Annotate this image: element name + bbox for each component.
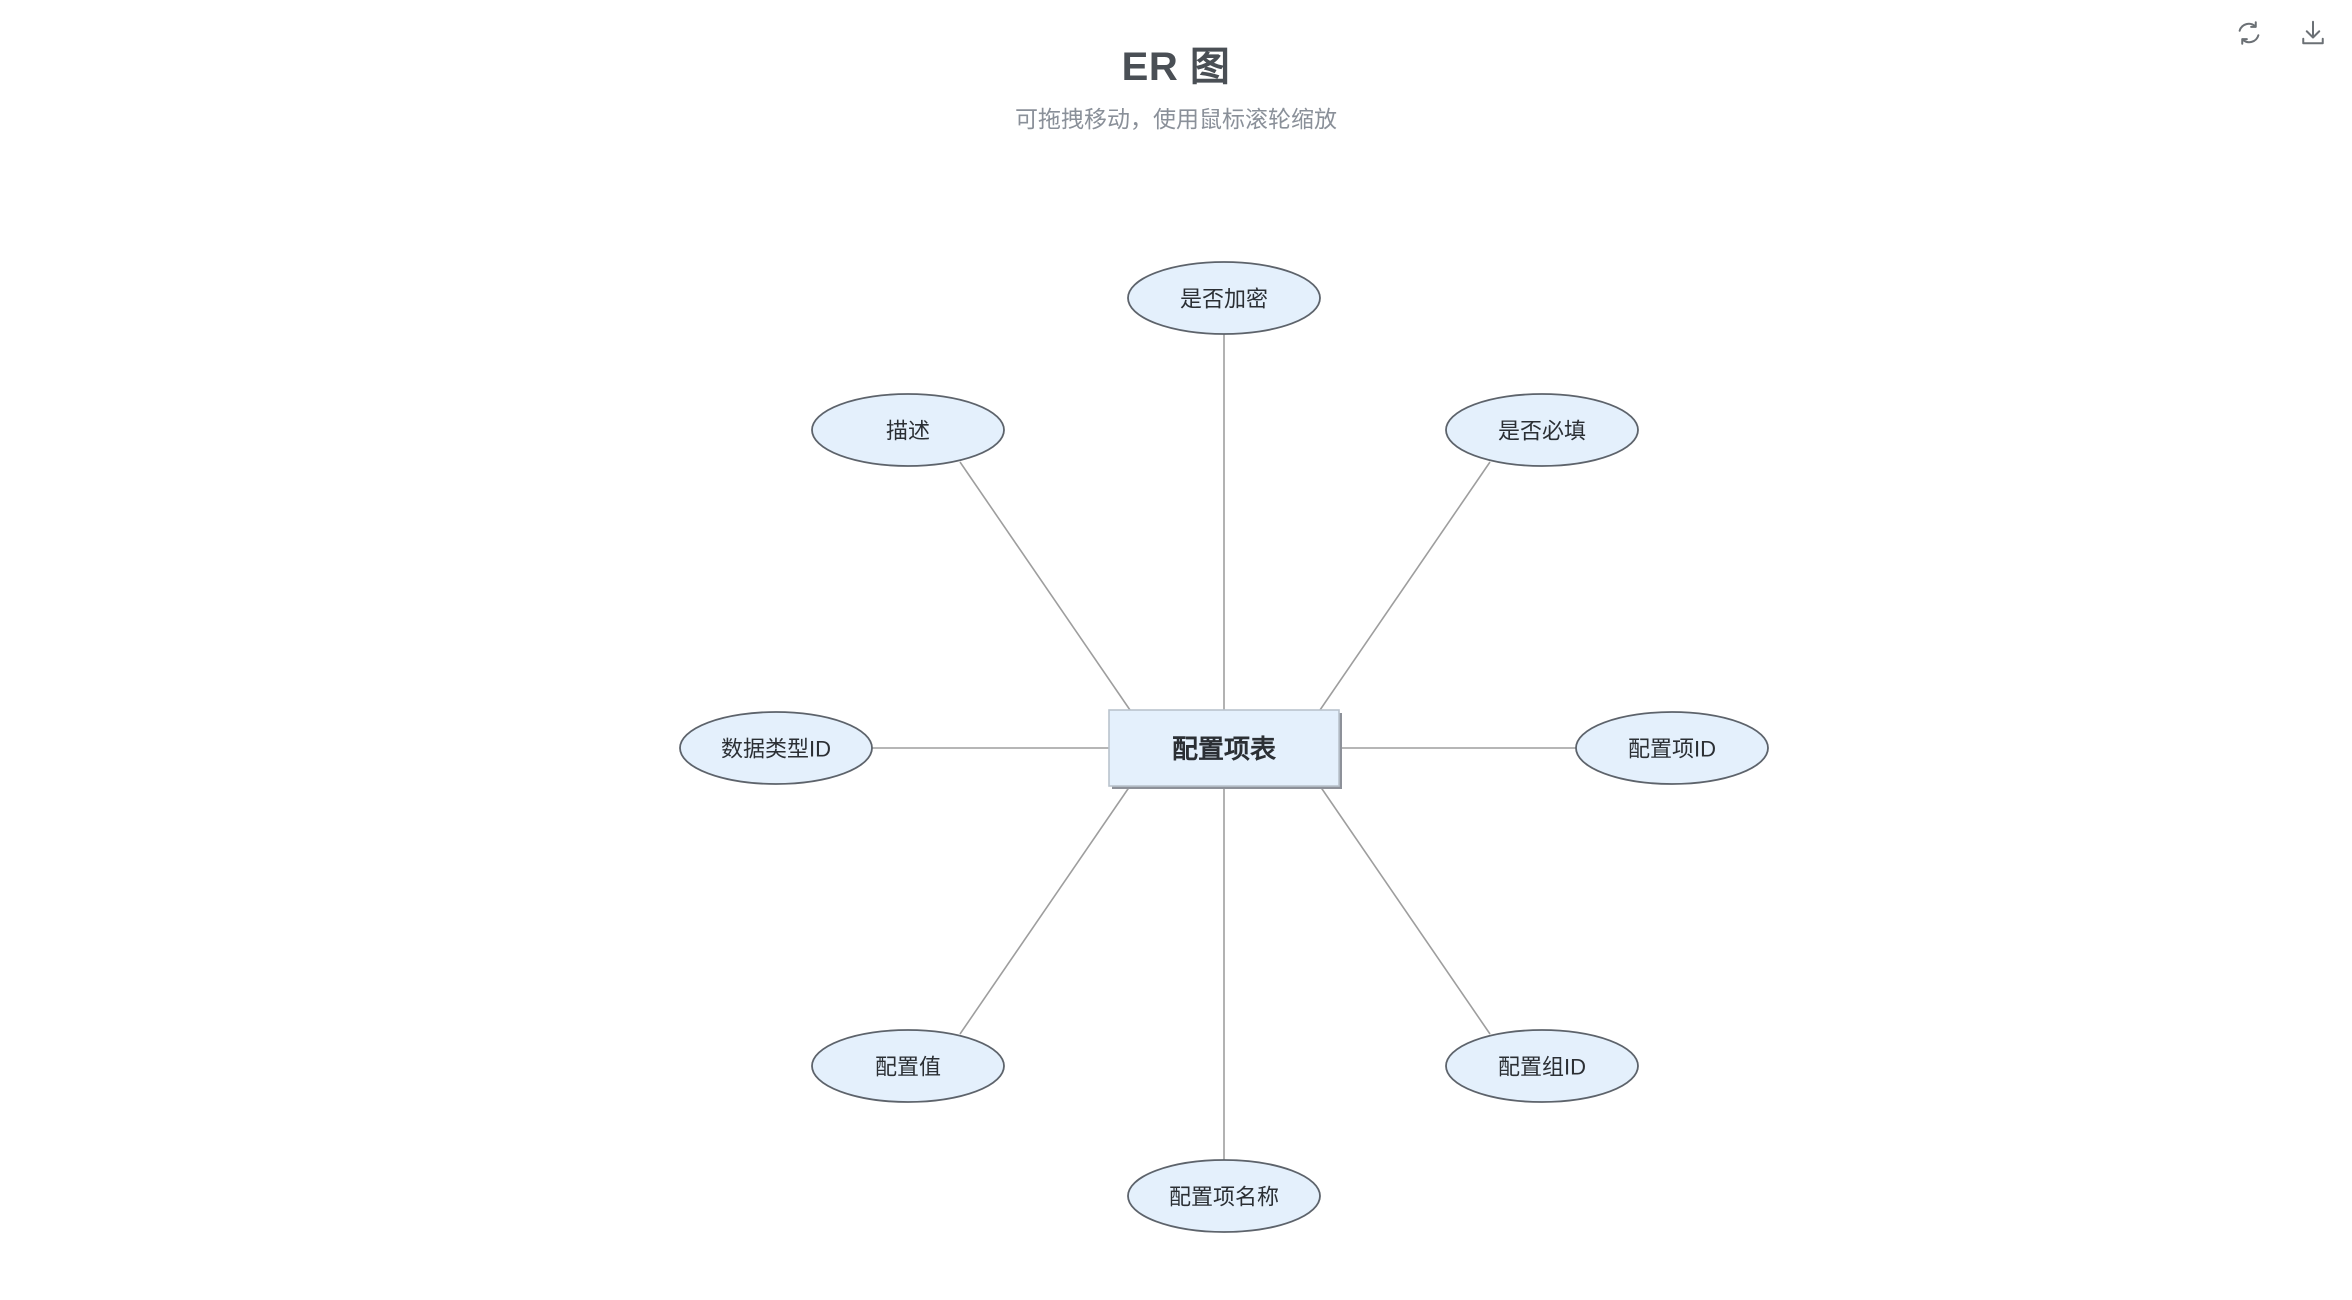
refresh-icon <box>2234 18 2264 48</box>
er-attribute-attr-config-value[interactable]: 配置值 <box>811 1029 1005 1103</box>
er-attribute-attr-config-id[interactable]: 配置项ID <box>1575 711 1769 785</box>
er-attribute-attr-is-encrypted[interactable]: 是否加密 <box>1127 261 1321 335</box>
er-edge <box>1319 785 1491 1035</box>
attribute-ellipse[interactable] <box>1127 1159 1321 1233</box>
attribute-ellipse[interactable] <box>811 1029 1005 1103</box>
refresh-button[interactable] <box>2228 12 2270 54</box>
entity-label: 配置项表 <box>1172 734 1277 764</box>
attribute-ellipse[interactable] <box>1445 393 1639 467</box>
attribute-ellipse[interactable] <box>811 393 1005 467</box>
er-edge <box>959 785 1131 1035</box>
toolbar <box>2228 12 2334 54</box>
attribute-label: 描述 <box>886 419 930 444</box>
attribute-ellipse[interactable] <box>679 711 873 785</box>
er-edge <box>959 461 1131 711</box>
entity-box[interactable] <box>1108 709 1340 787</box>
attribute-label: 数据类型ID <box>721 737 831 762</box>
attribute-ellipse[interactable] <box>1575 711 1769 785</box>
download-button[interactable] <box>2292 12 2334 54</box>
attribute-ellipse[interactable] <box>1445 1029 1639 1103</box>
attribute-label: 是否加密 <box>1180 287 1268 312</box>
er-attribute-attr-is-required[interactable]: 是否必填 <box>1445 393 1639 467</box>
edge-layer <box>872 334 1576 1160</box>
attribute-label: 配置项名称 <box>1169 1185 1279 1210</box>
download-icon <box>2298 18 2328 48</box>
er-attribute-attr-config-name[interactable]: 配置项名称 <box>1127 1159 1321 1233</box>
attribute-label: 配置组ID <box>1498 1055 1586 1080</box>
attribute-ellipse[interactable] <box>1127 261 1321 335</box>
er-edge <box>1319 461 1491 711</box>
attribute-label: 配置项ID <box>1628 737 1716 762</box>
er-entity-entity-main[interactable]: 配置项表 <box>1108 709 1342 789</box>
er-attribute-attr-datatype-id[interactable]: 数据类型ID <box>679 711 873 785</box>
attribute-label: 配置值 <box>875 1055 941 1080</box>
er-attribute-attr-group-id[interactable]: 配置组ID <box>1445 1029 1639 1103</box>
er-attribute-attr-description[interactable]: 描述 <box>811 393 1005 467</box>
attribute-label: 是否必填 <box>1498 419 1586 444</box>
